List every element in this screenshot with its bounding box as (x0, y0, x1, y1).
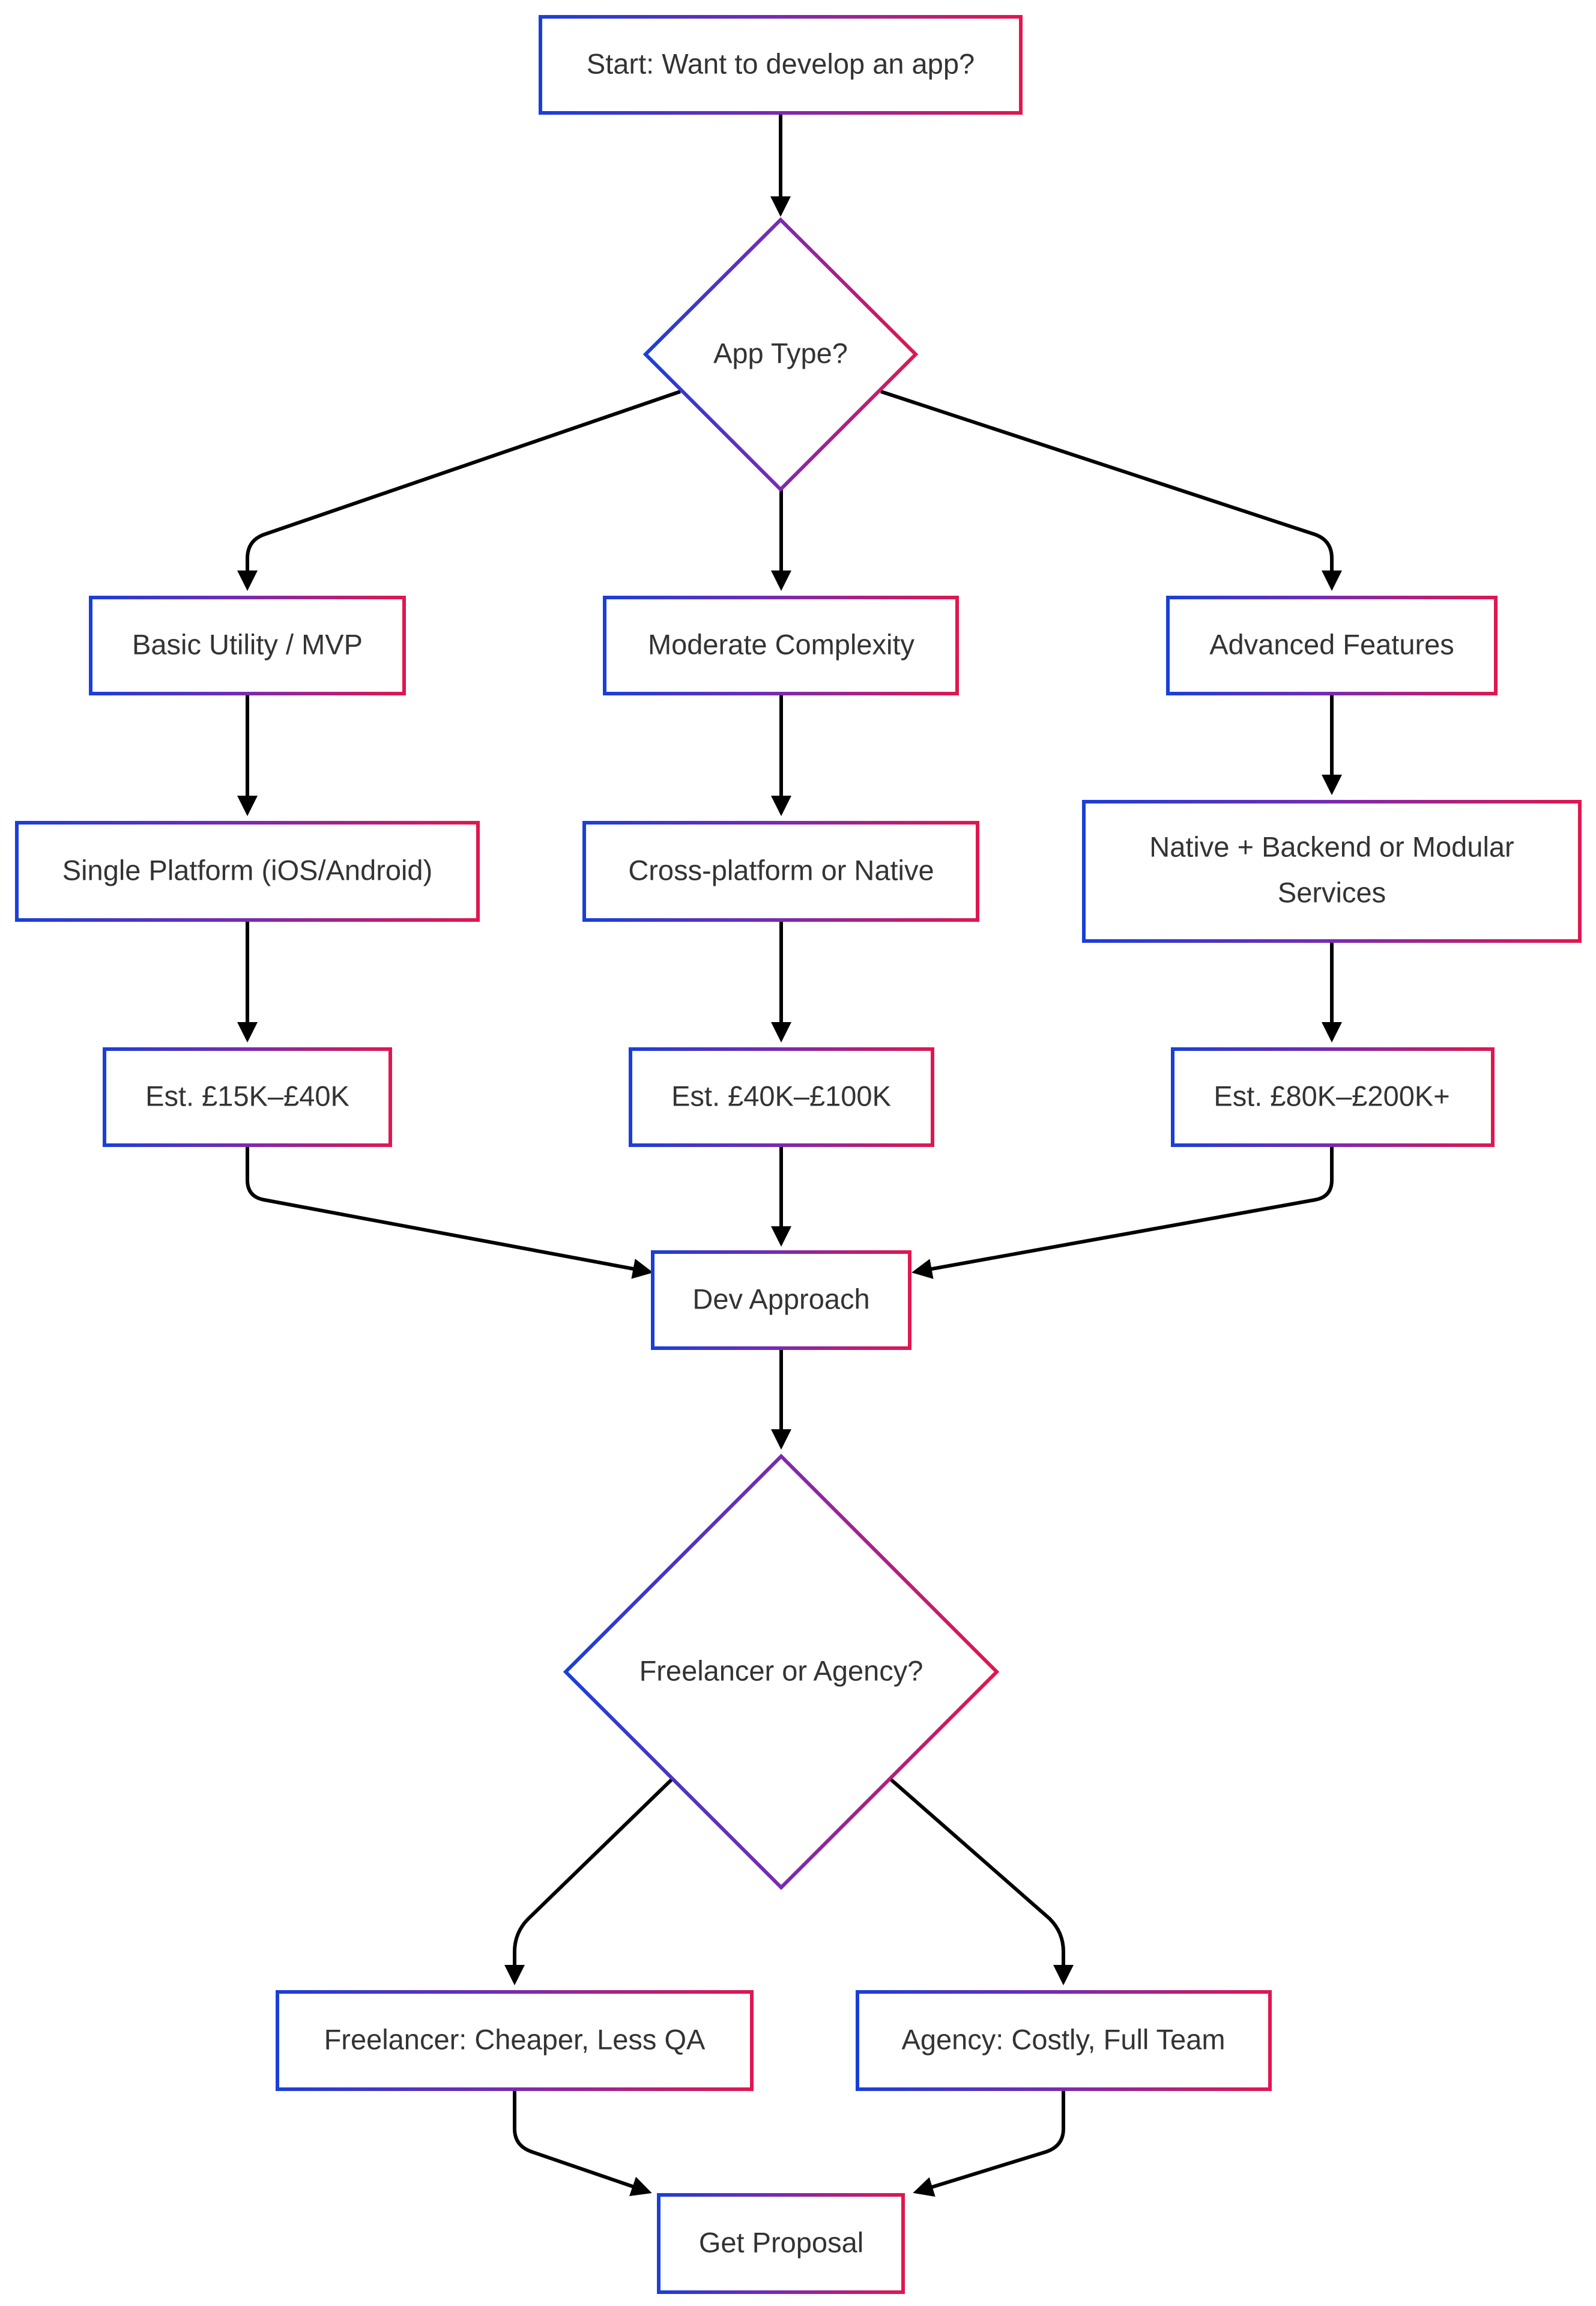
freelancer-or-agency-decision: Freelancer or Agency? (563, 1453, 1000, 1890)
edge-freelancer-to-get-proposal (513, 2090, 652, 2196)
edge-est-advanced-to-dev-approach (911, 1145, 1334, 1279)
nodes: Start: Want to develop an app? App Type?… (15, 15, 1582, 2294)
edge-agency-to-get-proposal (913, 2090, 1065, 2197)
est-advanced-node: Est. £80K–£200K+ (1171, 1047, 1495, 1147)
freelancer-or-agency-label: Freelancer or Agency? (639, 1654, 923, 1686)
est-moderate-label: Est. £40K–£100K (671, 1080, 891, 1112)
est-basic-node: Est. £15K–£40K (103, 1047, 392, 1147)
basic-label: Basic Utility / MVP (132, 628, 363, 660)
app-type-label: App Type? (713, 337, 848, 369)
dev-approach-label: Dev Approach (692, 1283, 869, 1315)
freelancer-node: Freelancer: Cheaper, Less QA (276, 1990, 754, 2091)
freelancer-label: Freelancer: Cheaper, Less QA (324, 2023, 706, 2055)
agency-node: Agency: Costly, Full Team (856, 1990, 1272, 2091)
agency-label: Agency: Costly, Full Team (902, 2023, 1226, 2055)
app-type-decision: App Type? (642, 217, 919, 492)
cross-platform-label: Cross-platform or Native (628, 854, 934, 886)
advanced-label: Advanced Features (1209, 628, 1454, 660)
edge-decision-to-freelancer (504, 1776, 676, 1985)
edge-app-type-to-advanced (880, 390, 1342, 591)
start-node: Start: Want to develop an app? (539, 15, 1023, 115)
basic-node: Basic Utility / MVP (89, 596, 406, 695)
get-proposal-node: Get Proposal (657, 2193, 905, 2294)
est-moderate-node: Est. £40K–£100K (629, 1047, 934, 1147)
est-advanced-label: Est. £80K–£200K+ (1214, 1080, 1449, 1112)
advanced-node: Advanced Features (1166, 596, 1498, 695)
dev-approach-node: Dev Approach (651, 1250, 911, 1350)
start-label: Start: Want to develop an app? (587, 47, 975, 79)
edge-decision-to-agency (887, 1776, 1074, 1985)
est-basic-label: Est. £15K–£40K (145, 1080, 349, 1112)
edges (237, 114, 1342, 2197)
moderate-label: Moderate Complexity (648, 628, 915, 660)
get-proposal-label: Get Proposal (699, 2226, 863, 2258)
edge-est-basic-to-dev-approach (246, 1145, 653, 1279)
cross-platform-node: Cross-platform or Native (582, 821, 979, 922)
native-backend-node: Native + Backend or Modular Services (1082, 800, 1582, 943)
native-backend-label-line1: Native + Backend or Modular (1149, 831, 1514, 862)
single-platform-label: Single Platform (iOS/Android) (62, 854, 432, 886)
native-backend-label-line2: Services (1278, 876, 1386, 908)
moderate-node: Moderate Complexity (603, 596, 959, 695)
edge-app-type-to-basic (237, 390, 681, 591)
single-platform-node: Single Platform (iOS/Android) (15, 821, 480, 922)
